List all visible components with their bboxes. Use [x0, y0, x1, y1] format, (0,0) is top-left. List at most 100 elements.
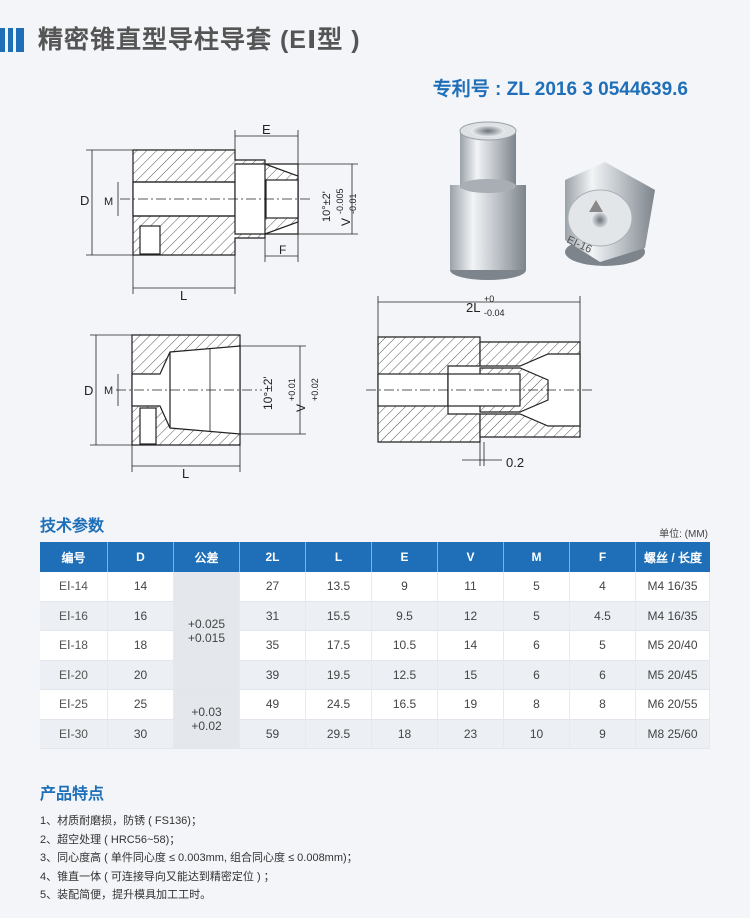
col-header-E: E [372, 542, 438, 572]
feature-item: 4、锥直一体 ( 可连接导向又能达到精密定位 ) ； [40, 870, 275, 883]
cell-D: 16 [108, 601, 174, 631]
page-header: 精密锥直型导柱导套 (EⅠ型 ) [0, 26, 750, 54]
cell-tolerance-group-1: +0.025+0.015 [174, 572, 240, 690]
cell-code: EⅠ-30 [40, 719, 108, 749]
tol-lower: +0.02 [191, 719, 222, 733]
cell-screw: M8 25/60 [636, 719, 710, 749]
col-header-D: D [108, 542, 174, 572]
label-F: F [279, 243, 286, 257]
cell-M: 5 [504, 572, 570, 602]
col-header-L: L [306, 542, 372, 572]
product-photo-bushing [565, 162, 655, 266]
cell-F: 4.5 [570, 601, 636, 631]
label-D-bottom: D [84, 383, 93, 398]
cell-E: 9 [372, 572, 438, 602]
cell-D: 18 [108, 631, 174, 661]
cell-L: 13.5 [306, 572, 372, 602]
label-V-bottom-sup: +0.01 [287, 378, 297, 401]
cell-V: 14 [438, 631, 504, 661]
label-2L: 2L [466, 300, 480, 315]
cell-2L: 27 [240, 572, 306, 602]
features-list: 1、材质耐磨损，防锈 ( FS136)； 2、超空处理 ( HRC56~58)；… [40, 812, 358, 905]
cell-2L: 35 [240, 631, 306, 661]
cell-code: EⅠ-20 [40, 660, 108, 690]
feature-item: 3、同心度高 ( 单件同心度 ≤ 0.003mm, 组合同心度 ≤ 0.008m… [40, 852, 358, 864]
cell-E: 10.5 [372, 631, 438, 661]
cell-F: 6 [570, 660, 636, 690]
cell-L: 24.5 [306, 690, 372, 720]
title-accent-icon [0, 28, 26, 52]
assembly-section-drawing [366, 296, 594, 466]
cell-V: 12 [438, 601, 504, 631]
col-header-screw: 螺丝 / 长度 [636, 542, 710, 572]
cell-code: EⅠ-16 [40, 601, 108, 631]
cell-V: 11 [438, 572, 504, 602]
page-title: 精密锥直型导柱导套 (EⅠ型 ) [38, 26, 361, 54]
cell-F: 8 [570, 690, 636, 720]
label-V-bottom-sub: +0.02 [310, 378, 320, 401]
cell-E: 12.5 [372, 660, 438, 690]
label-V-top-sub: -0.01 [348, 193, 358, 214]
patent-number: 专利号 : ZL 2016 3 0544639.6 [432, 79, 688, 100]
cell-L: 17.5 [306, 631, 372, 661]
params-title: 技术参数 [40, 518, 105, 535]
cell-V: 15 [438, 660, 504, 690]
cell-F: 9 [570, 719, 636, 749]
feature-item: 5、装配简便，提升模具加工工时。 [40, 889, 212, 901]
label-D-top: D [80, 193, 89, 208]
cell-screw: M6 20/55 [636, 690, 710, 720]
cell-D: 20 [108, 660, 174, 690]
cell-F: 5 [570, 631, 636, 661]
cell-M: 5 [504, 601, 570, 631]
col-header-F: F [570, 542, 636, 572]
cell-E: 9.5 [372, 601, 438, 631]
col-header-M: M [504, 542, 570, 572]
cell-E: 18 [372, 719, 438, 749]
label-angle-top: 10°±2' [321, 191, 333, 222]
technical-drawings: E D M L F 10°±2' V -0.005 -0.01 D M L 10… [80, 121, 655, 481]
cell-V: 19 [438, 690, 504, 720]
cell-V: 23 [438, 719, 504, 749]
col-header-2L: 2L [240, 542, 306, 572]
table-row: EⅠ-25 25 +0.03+0.02 49 24.5 16.5 19 8 8 … [40, 690, 710, 749]
table-row: EⅠ-18 18 35 17.5 10.5 14 6 5 M5 20/40 [40, 631, 710, 661]
cell-D: 30 [108, 719, 174, 749]
cell-D: 14 [108, 572, 174, 602]
cell-tolerance-group-2: +0.03+0.02 [174, 690, 240, 749]
cell-M: 6 [504, 631, 570, 661]
features-title: 产品特点 [40, 786, 105, 803]
bushing-section-drawing [90, 334, 306, 472]
cell-M: 8 [504, 690, 570, 720]
label-V-bottom: V [294, 404, 308, 412]
cell-L: 19.5 [306, 660, 372, 690]
cell-2L: 39 [240, 660, 306, 690]
cell-D: 25 [108, 690, 174, 720]
table-row: EⅠ-30 30 59 29.5 18 23 10 9 M8 25/60 [40, 719, 710, 749]
label-angle-bottom: 10°±2' [261, 376, 275, 410]
label-2L-sub: -0.04 [484, 308, 505, 318]
cell-L: 29.5 [306, 719, 372, 749]
feature-item: 1、材质耐磨损，防锈 ( FS136)； [40, 815, 202, 827]
col-header-V: V [438, 542, 504, 572]
table-row: EⅠ-20 20 39 19.5 12.5 15 6 6 M5 20/45 [40, 660, 710, 690]
tol-upper: +0.03 [191, 705, 222, 719]
cell-2L: 49 [240, 690, 306, 720]
cell-screw: M5 20/45 [636, 660, 710, 690]
tol-lower: +0.015 [187, 630, 226, 645]
table-row: EⅠ-16 16 31 15.5 9.5 12 5 4.5 M4 16/35 [40, 601, 710, 631]
cell-code: EⅠ-18 [40, 631, 108, 661]
cell-code: EⅠ-25 [40, 690, 108, 720]
cell-M: 6 [504, 660, 570, 690]
label-M-top: M [104, 196, 113, 208]
col-header-tolerance: 公差 [174, 542, 240, 572]
label-gap: 0.2 [506, 455, 524, 470]
label-2L-sup: +0 [484, 294, 494, 304]
label-V-top: V [339, 218, 353, 226]
cell-E: 16.5 [372, 690, 438, 720]
cell-screw: M5 20/40 [636, 631, 710, 661]
cell-M: 10 [504, 719, 570, 749]
cell-screw: M4 16/35 [636, 572, 710, 602]
table-row: EⅠ-14 14 +0.025+0.015 27 13.5 9 11 5 4 M… [40, 572, 710, 690]
label-E: E [262, 122, 271, 137]
tol-upper: +0.025 [187, 616, 226, 631]
